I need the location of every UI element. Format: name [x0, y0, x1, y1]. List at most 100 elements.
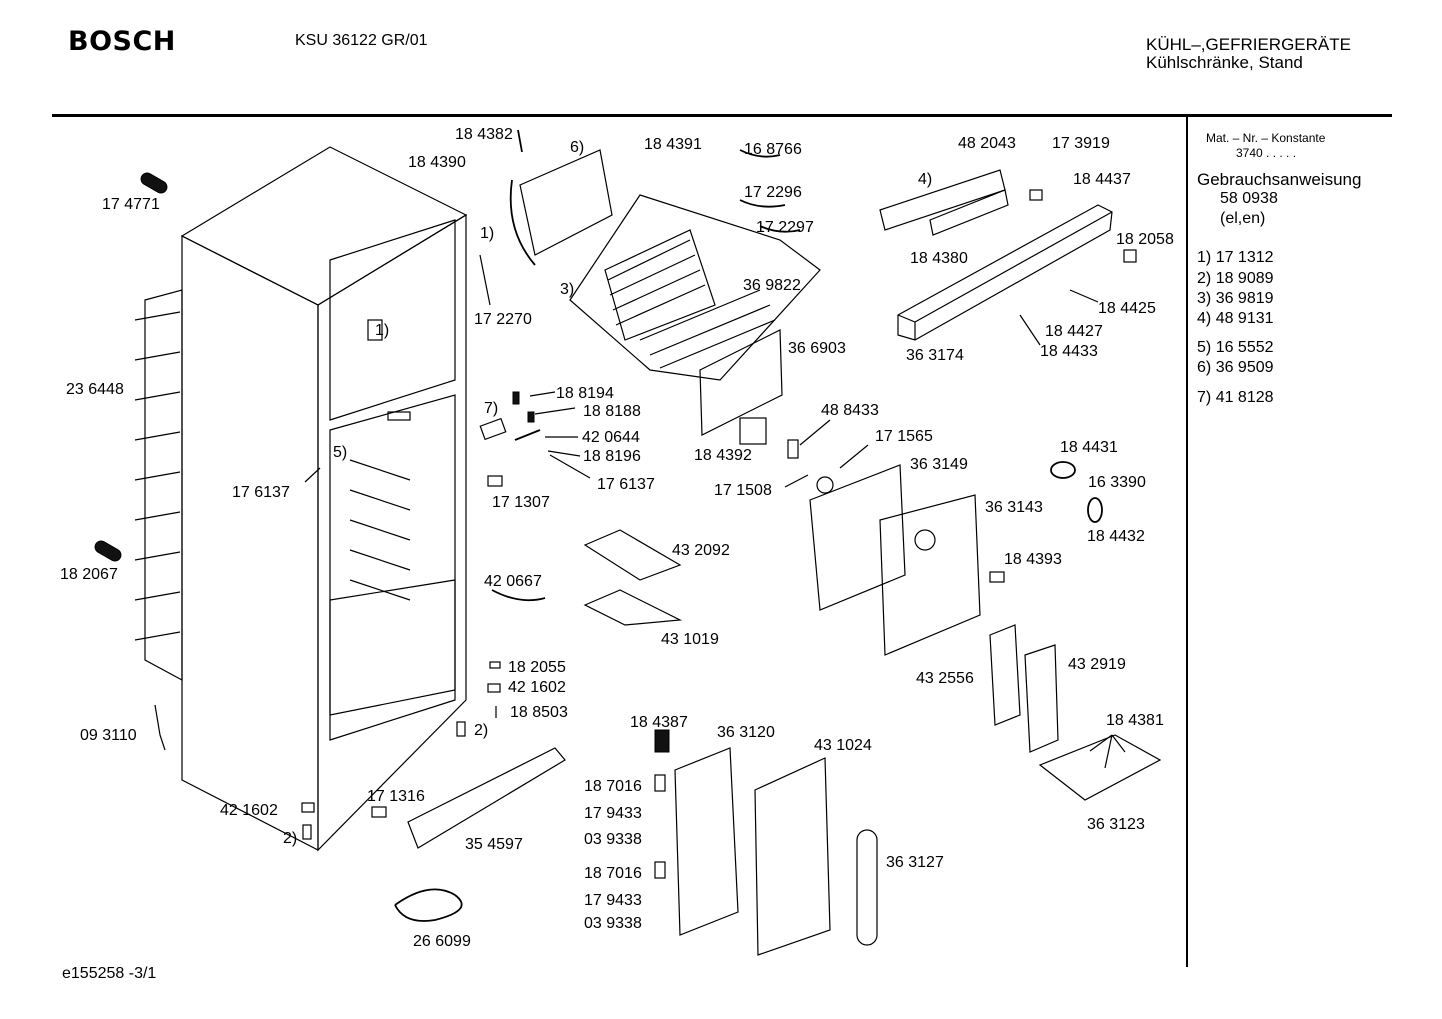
part-drawing	[654, 861, 666, 879]
callout-label: 1)	[375, 322, 389, 339]
part-drawing	[816, 476, 834, 494]
part-label: 17 4771	[102, 196, 160, 213]
part-label: 43 1024	[814, 737, 872, 754]
model-number: KSU 36122 GR/01	[295, 32, 428, 49]
part-label: 18 2055	[508, 659, 566, 676]
part-drawing	[1050, 461, 1076, 479]
callout-label: 6)	[570, 139, 584, 156]
part-label: 36 3149	[910, 456, 968, 473]
part-label: 18 4433	[1040, 343, 1098, 360]
part-drawing	[914, 529, 936, 551]
part-label: 48 2043	[958, 135, 1016, 152]
part-label: 36 6903	[788, 340, 846, 357]
part-label: 18 8194	[556, 385, 614, 402]
kit-item: 7) 41 8128	[1197, 389, 1274, 406]
part-label: 18 4392	[694, 447, 752, 464]
part-label: 43 2556	[916, 670, 974, 687]
sidebar-divider	[1186, 117, 1188, 967]
part-drawing	[487, 683, 501, 693]
part-label: 18 7016	[584, 865, 642, 882]
part-label: 42 1602	[508, 679, 566, 696]
part-drawing	[140, 172, 168, 194]
part-drawing	[787, 439, 799, 459]
callout-label: 1)	[480, 225, 494, 242]
part-label: 35 4597	[465, 836, 523, 853]
part-label: 18 4380	[910, 250, 968, 267]
part-label: 17 1316	[367, 788, 425, 805]
leader-lines	[304, 254, 1126, 769]
part-label: 18 4381	[1106, 712, 1164, 729]
part-drawing	[1087, 497, 1103, 523]
kit-item: 6) 36 9509	[1197, 359, 1274, 376]
part-drawing	[301, 802, 315, 813]
part-label: 42 0667	[484, 573, 542, 590]
callout-label: 4)	[918, 171, 932, 188]
part-drawing	[302, 824, 312, 840]
part-drawing	[654, 729, 670, 753]
exploded-parts-diagram: 17 4771 23 6448 18 2067 09 3110 17 6137 …	[60, 126, 1174, 956]
part-label: 17 2296	[744, 184, 802, 201]
part-label: 36 3127	[886, 854, 944, 871]
part-label: 18 2058	[1116, 231, 1174, 248]
inner-panel	[879, 494, 981, 656]
part-label: 36 3143	[985, 499, 1043, 516]
part-drawing	[94, 540, 122, 562]
part-label: 03 9338	[584, 831, 642, 848]
part-label: 17 1307	[492, 494, 550, 511]
callout-label: 7)	[484, 400, 498, 417]
power-cord	[394, 888, 463, 922]
part-label: 18 4387	[630, 714, 688, 731]
part-label: 43 1019	[661, 631, 719, 648]
part-label: 48 8433	[821, 402, 879, 419]
part-label: 17 6137	[597, 476, 655, 493]
part-label: 18 4390	[408, 154, 466, 171]
part-label: 18 4393	[1004, 551, 1062, 568]
door-panel	[754, 757, 831, 956]
part-label: 03 9338	[584, 915, 642, 932]
part-label: 43 2919	[1068, 656, 1126, 673]
part-label: 26 6099	[413, 933, 471, 950]
part-label: 17 1565	[875, 428, 933, 445]
kickplate	[407, 747, 566, 849]
part-drawing	[456, 721, 466, 737]
part-label: 16 8766	[744, 141, 802, 158]
part-drawing	[739, 417, 767, 445]
part-labels: 17 4771 23 6448 18 2067 09 3110 17 6137 …	[60, 126, 1174, 950]
inner-panel	[809, 464, 906, 611]
part-label: 36 3123	[1087, 816, 1145, 833]
part-label: 18 4432	[1087, 528, 1145, 545]
part-label: 17 9433	[584, 892, 642, 909]
part-drawing	[371, 806, 387, 818]
part-label: 18 4431	[1060, 439, 1118, 456]
part-drawing	[154, 704, 166, 751]
part-drawing	[491, 589, 546, 602]
part-label: 18 4382	[455, 126, 513, 143]
part-label: 18 2067	[60, 566, 118, 583]
manual-languages: (el,en)	[1220, 210, 1266, 227]
air-duct	[583, 589, 683, 626]
part-drawing	[989, 571, 1005, 583]
part-label: 17 3919	[1052, 135, 1110, 152]
control-panel	[879, 169, 1137, 341]
part-label: 36 3120	[717, 724, 775, 741]
fridge-cabinet	[180, 146, 468, 852]
part-label: 18 7016	[584, 778, 642, 795]
condenser-coil	[134, 289, 183, 682]
part-label: 18 8503	[510, 704, 568, 721]
part-label: 17 2270	[474, 311, 532, 328]
door-shelf	[1024, 644, 1059, 753]
callout-label: 2)	[283, 830, 297, 847]
konstante-label: Mat. – Nr. – Konstante	[1206, 131, 1326, 145]
part-label: 18 4391	[644, 136, 702, 153]
part-label: 17 9433	[584, 805, 642, 822]
door-shelf	[989, 624, 1021, 726]
part-label: 36 3174	[906, 347, 964, 364]
part-label: 42 1602	[220, 802, 278, 819]
kit-item: 2) 18 9089	[1197, 270, 1274, 287]
part-label: 36 9822	[743, 277, 801, 294]
kit-item: 3) 36 9819	[1197, 290, 1274, 307]
part-label: 18 4437	[1073, 171, 1131, 188]
door-panel	[856, 829, 878, 946]
callout-label: 3)	[560, 281, 574, 298]
subcategory-title: Kühlschränke, Stand	[1146, 53, 1303, 72]
